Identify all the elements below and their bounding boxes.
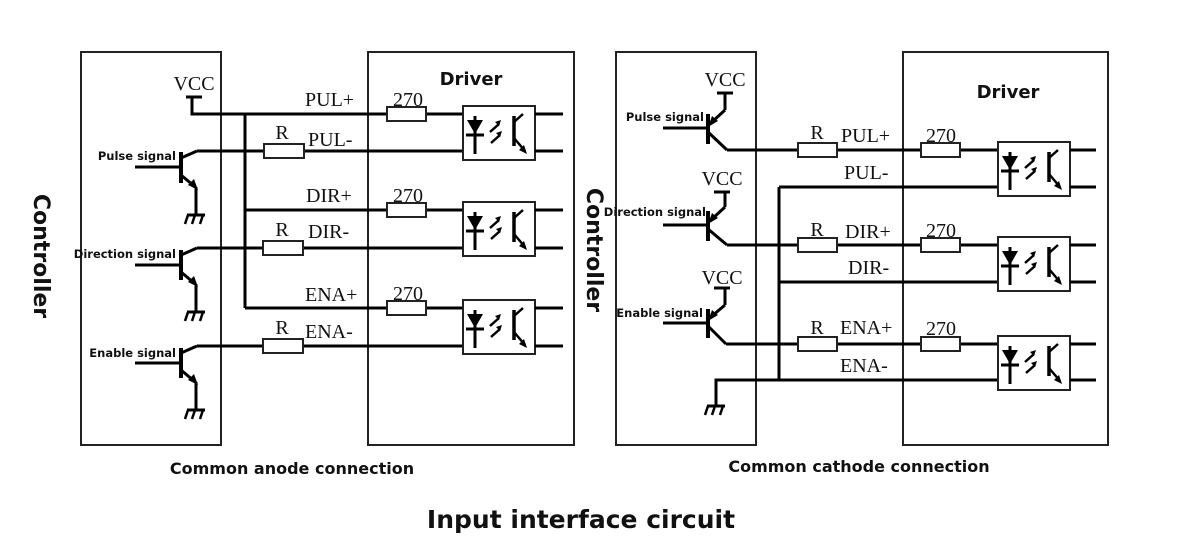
resistor-r <box>263 143 305 159</box>
svg-text:VCC: VCC <box>701 267 742 289</box>
svg-text:R: R <box>810 122 824 144</box>
resistor-270 <box>386 300 427 316</box>
channel-pulse: Pulse signal R PUL+ PUL- 270 <box>98 89 563 226</box>
resistor-r <box>262 338 304 354</box>
driver-label: Driver <box>440 69 503 90</box>
pin-label: DIR+ <box>306 185 352 207</box>
pin-label: PUL- <box>308 129 352 151</box>
channel-direction: VCC Direction signal R DIR+ DIR- 270 <box>604 168 1096 293</box>
channel-enable: VCC Enable signal R ENA+ ENA- 270 <box>616 267 1096 392</box>
controller-label: Controller <box>581 188 606 312</box>
resistor-r <box>797 142 838 158</box>
signal-label: Pulse signal <box>626 110 704 124</box>
svg-text:270: 270 <box>393 283 423 305</box>
pin-label: DIR- <box>848 257 889 279</box>
optocoupler <box>996 334 1072 392</box>
signal-label: Pulse signal <box>98 149 176 163</box>
pin-label: PUL+ <box>305 89 354 111</box>
svg-text:270: 270 <box>926 318 956 340</box>
optocoupler <box>996 140 1072 198</box>
pin-label: DIR+ <box>845 221 891 243</box>
caption: Common cathode connection <box>728 457 989 476</box>
driver-box <box>902 51 1109 446</box>
resistor-270 <box>920 142 961 158</box>
pin-label: DIR- <box>308 221 349 243</box>
pin-label: ENA+ <box>840 317 892 339</box>
svg-text:VCC: VCC <box>704 69 745 91</box>
optocoupler <box>461 200 537 258</box>
gnd-rail <box>714 378 998 398</box>
resistor-270 <box>386 202 427 218</box>
optocoupler <box>461 298 537 356</box>
resistor-270 <box>386 106 427 122</box>
svg-text:R: R <box>810 317 824 339</box>
common-anode-diagram: Controller Driver VCC Pulse signal R PUL… <box>28 51 575 478</box>
pin-label: ENA+ <box>305 284 357 306</box>
signal-label: Direction signal <box>74 247 176 261</box>
common-cathode-diagram: Controller Driver VCC Pulse signal R PUL… <box>581 51 1109 476</box>
channel-direction: Direction signal R DIR+ DIR- 270 <box>74 185 563 323</box>
signal-label: Enable signal <box>89 346 176 360</box>
svg-text:270: 270 <box>926 220 956 242</box>
resistor-270 <box>920 336 961 352</box>
controller-box <box>615 51 757 446</box>
pin-label: ENA- <box>840 355 888 377</box>
svg-text:270: 270 <box>393 89 423 111</box>
svg-text:270: 270 <box>393 185 423 207</box>
pin-label: PUL+ <box>841 125 890 147</box>
channel-pulse: VCC Pulse signal R PUL+ PUL- 270 <box>626 69 1096 198</box>
resistor-270 <box>920 237 961 253</box>
driver-label: Driver <box>977 82 1040 103</box>
pin-label: ENA- <box>305 321 353 343</box>
resistor-r <box>797 237 838 253</box>
svg-text:VCC: VCC <box>701 168 742 190</box>
svg-text:R: R <box>275 219 289 241</box>
resistor-r <box>797 336 838 352</box>
svg-text:270: 270 <box>926 125 956 147</box>
resistor-r <box>262 240 304 256</box>
vcc-rail <box>190 97 463 116</box>
svg-text:R: R <box>810 219 824 241</box>
signal-label: Direction signal <box>604 205 706 219</box>
svg-text:R: R <box>275 122 289 144</box>
optocoupler <box>461 104 537 162</box>
caption: Common anode connection <box>170 459 414 478</box>
svg-text:R: R <box>275 317 289 339</box>
pin-label: PUL- <box>844 162 888 184</box>
figure-title: Input interface circuit <box>427 505 735 534</box>
channel-enable: Enable signal R ENA+ ENA- 270 <box>89 283 563 421</box>
signal-label: Enable signal <box>616 306 703 320</box>
vcc-label: VCC <box>173 73 214 95</box>
optocoupler <box>996 235 1072 293</box>
controller-label: Controller <box>28 194 53 318</box>
